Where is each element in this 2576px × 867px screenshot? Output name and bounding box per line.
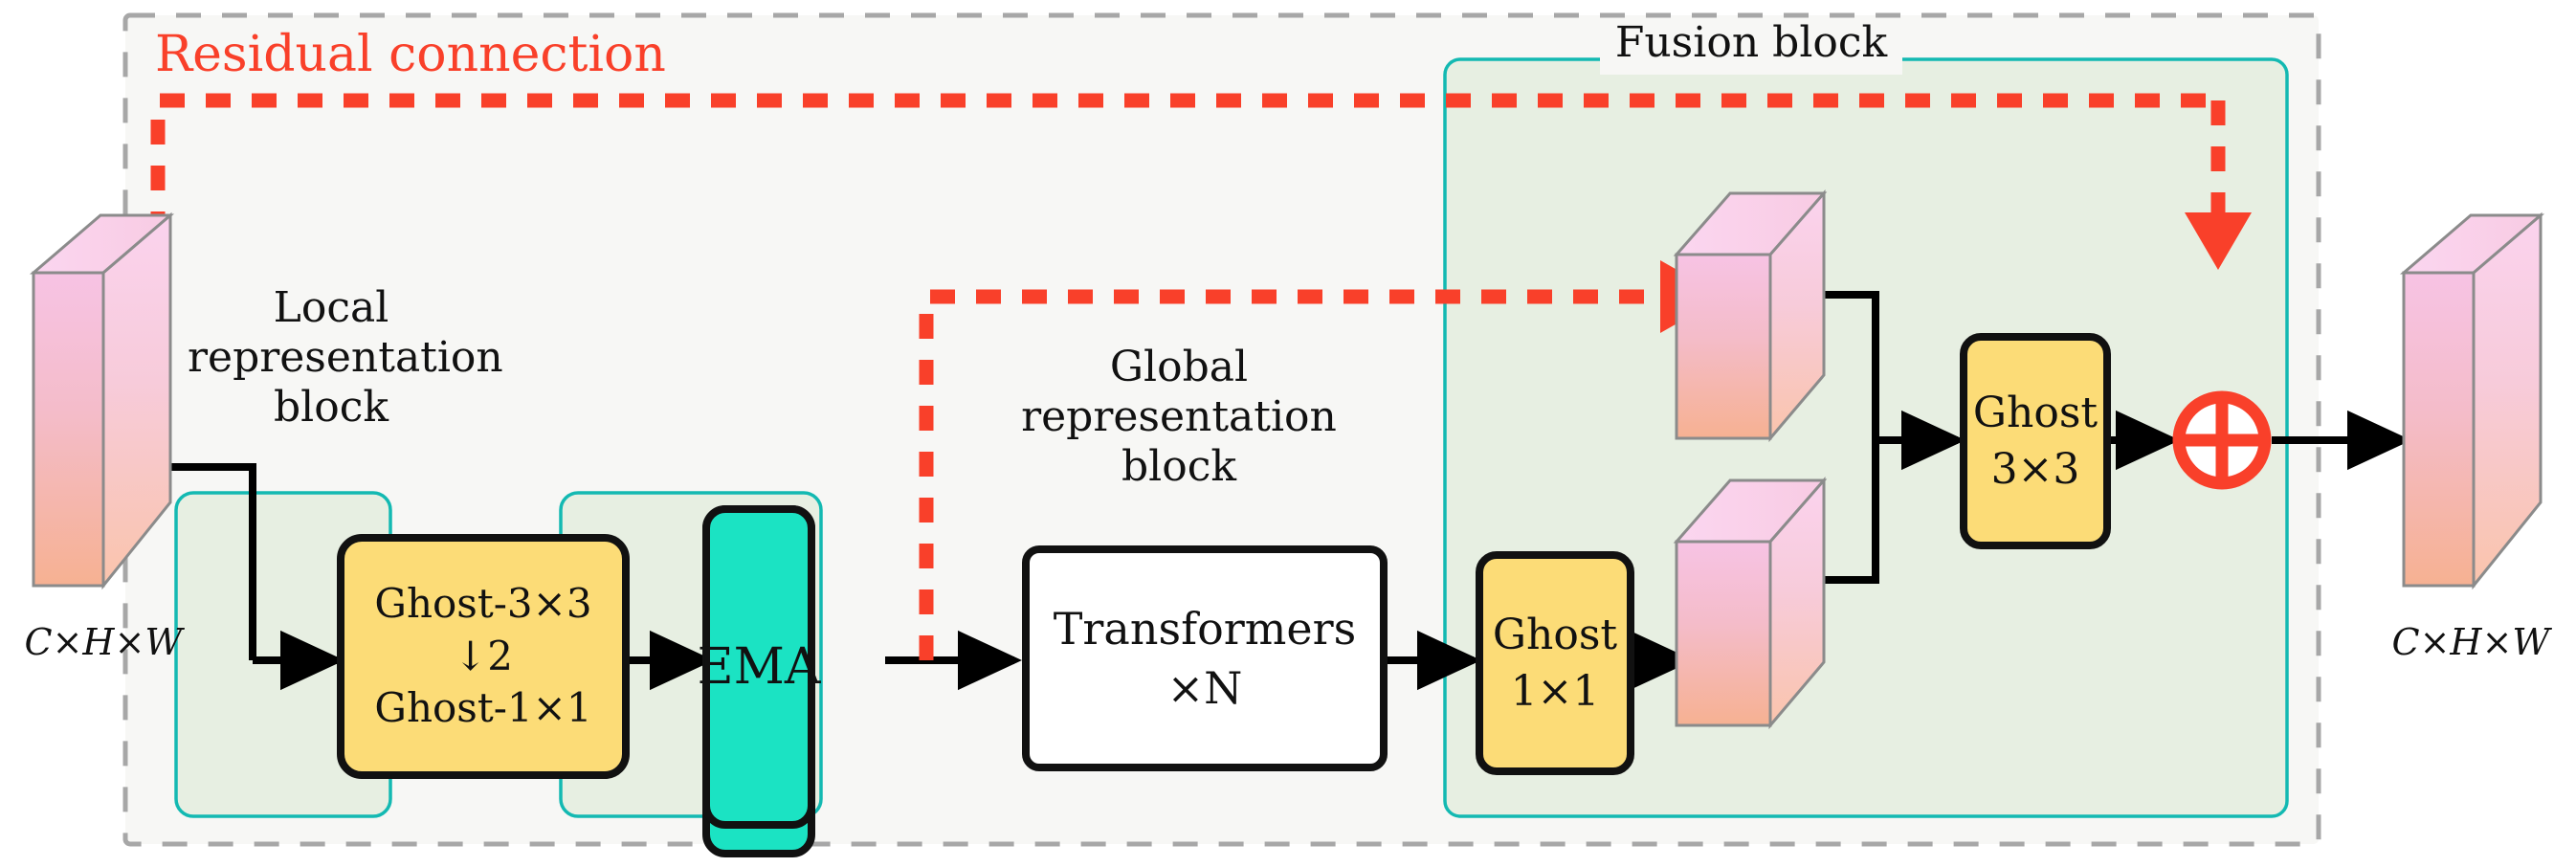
ema-node[interactable] — [702, 505, 815, 857]
ghost-1x1-line-2: 1×1 — [1510, 667, 1600, 716]
ghost-1x1-node[interactable] — [1476, 551, 1634, 775]
transformers-node[interactable] — [1022, 545, 1388, 771]
fusion-top-cube — [1673, 189, 1828, 443]
transformers-node-label: Transformers ×N — [1026, 549, 1384, 767]
residual-arrowhead-to-add — [2185, 212, 2252, 270]
input-feature-cube — [29, 211, 175, 590]
fusion-merge-connector — [1824, 291, 1965, 584]
ghost-local-line-3: Ghost-1×1 — [374, 684, 592, 732]
ghost-local-node[interactable] — [337, 534, 630, 779]
local-block-title-line3: block — [273, 382, 389, 432]
transformers-line-2: ×N — [1166, 662, 1243, 714]
input-shape-label: C×H×W — [24, 621, 183, 663]
ghost-1x1-line-1: Ghost — [1492, 610, 1618, 659]
ghost-local-line-2: ↓2 — [454, 632, 513, 679]
ghost-3x3-fusion-node[interactable] — [1960, 333, 2111, 549]
global-block-title: Global representation block — [959, 343, 1399, 492]
ghost-local-line-1: Ghost-3×3 — [374, 580, 592, 628]
output-shape-label: C×H×W — [2391, 621, 2550, 663]
fusion-bottom-cube — [1673, 477, 1828, 730]
output-feature-cube — [2399, 211, 2545, 590]
ghost-local-node-label: Ghost-3×3 ↓2 Ghost-1×1 — [341, 542, 626, 771]
local-block-title-line1: Local — [273, 283, 389, 332]
local-block-title-line2: representation — [188, 332, 503, 382]
ghost-3x3-line-1: Ghost — [1972, 388, 2099, 437]
ghost-3x3-line-2: 3×3 — [1990, 445, 2080, 494]
fusion-title-backing — [1600, 19, 1902, 75]
local-block-title: Local representation block — [188, 283, 503, 433]
fusion-block-title: Fusion block — [1614, 18, 1888, 67]
transformers-line-1: Transformers — [1053, 602, 1357, 655]
add-operator-icon — [2172, 390, 2272, 490]
residual-connection-title: Residual connection — [155, 26, 666, 83]
ghost-1x1-node-label: Ghost 1×1 — [1479, 555, 1631, 771]
ema-node-label: EMA — [697, 638, 821, 696]
ghost-3x3-fusion-node-label: Ghost 3×3 — [1964, 337, 2107, 545]
global-block-title-line1: Global — [1109, 343, 1249, 391]
global-block-title-line2: representation block — [1021, 391, 1337, 491]
